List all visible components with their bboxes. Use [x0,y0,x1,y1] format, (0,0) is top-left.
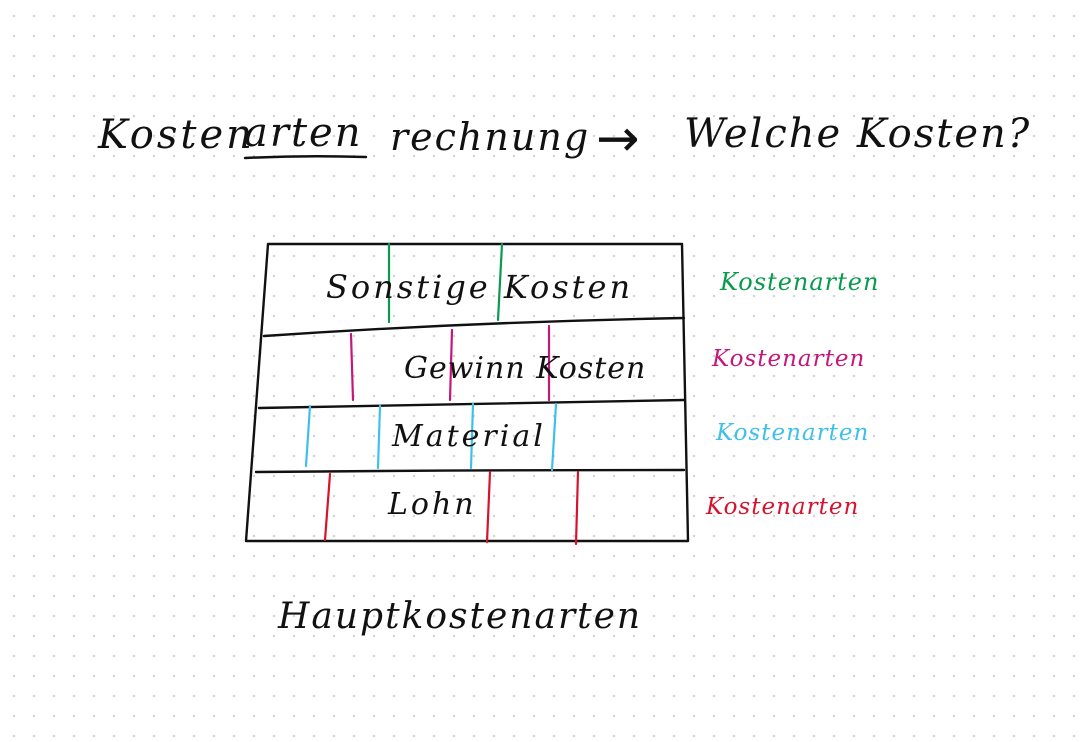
row-4-marker-3 [574,470,580,546]
row-4-marker-1 [323,472,332,542]
table-outline [244,242,690,543]
heading-arrow: → [596,109,640,169]
row-3-marker-4 [550,402,558,472]
heading-word-rechnung: rechnung [390,115,590,159]
heading: Kosten arten rechnung → Welche Kosten? [97,109,1031,169]
side-labels: Kostenarten Kostenarten Kostenarten Kost… [705,268,879,520]
row-3-label: Material [391,419,546,454]
heading-underline [243,154,368,160]
table-row-3: Material [304,402,558,472]
row-1-label: Sonstige Kosten [326,268,633,306]
table-row-1: Sonstige Kosten [326,242,633,324]
row-3-marker-3 [469,402,475,470]
heading-question: Welche Kosten? [684,111,1031,157]
cost-table: Sonstige Kosten Gewinn Kosten Material L… [244,242,690,546]
table-row-4: Lohn [323,470,580,546]
caption-hauptkostenarten: Hauptkostenarten [277,596,642,637]
heading-word-kosten: Kosten [97,112,255,158]
row-1-marker-2 [496,242,504,322]
table-row-2: Gewinn Kosten [349,324,646,402]
table-divider-2 [257,398,686,410]
table-divider-1 [262,316,686,338]
side-label-row-3: Kostenarten [715,420,869,446]
row-2-marker-1 [349,332,355,402]
side-label-row-4: Kostenarten [705,494,859,520]
row-2-marker-2 [448,328,454,402]
side-label-row-1: Kostenarten [719,268,879,296]
row-3-marker-2 [376,404,382,470]
row-2-label: Gewinn Kosten [404,351,646,386]
side-label-row-2: Kostenarten [711,346,865,372]
table-divider-3 [254,468,686,474]
row-3-marker-1 [304,404,312,468]
heading-word-arten: arten [244,110,362,156]
row-4-marker-2 [485,470,492,544]
row-4-label: Lohn [387,487,477,522]
